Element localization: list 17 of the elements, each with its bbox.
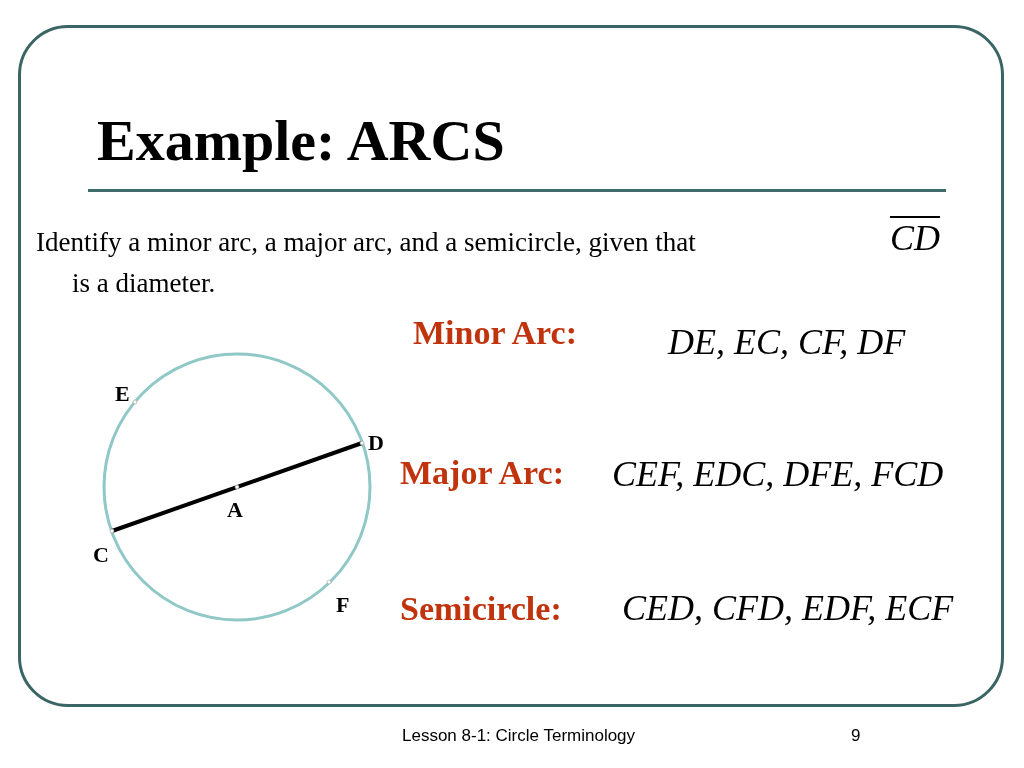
point-label: A <box>227 499 243 521</box>
instruction-text: is a diameter. <box>72 270 216 297</box>
category-heading: Semicircle: <box>400 592 562 626</box>
segment-label: CD <box>890 220 940 256</box>
page-number: 9 <box>851 727 861 744</box>
point-label: C <box>93 544 109 566</box>
category-heading: Minor Arc: <box>413 316 577 350</box>
point-label: F <box>336 594 350 616</box>
answer-text: CEF, EDC, DFE, FCD <box>612 456 944 492</box>
answer-text: DE, EC, CF, DF <box>668 324 906 360</box>
instruction-text: Identify a minor arc, a major arc, and a semicircle, given that <box>36 229 696 256</box>
category-heading: Major Arc: <box>400 456 564 490</box>
answer-text: CED, CFD, EDF, ECF <box>622 590 954 626</box>
point-label: D <box>368 432 384 454</box>
footer-text: Lesson 8-1: Circle Terminology <box>402 727 636 744</box>
slide-title: Example: ARCS <box>97 112 505 170</box>
point-label: E <box>115 383 130 405</box>
